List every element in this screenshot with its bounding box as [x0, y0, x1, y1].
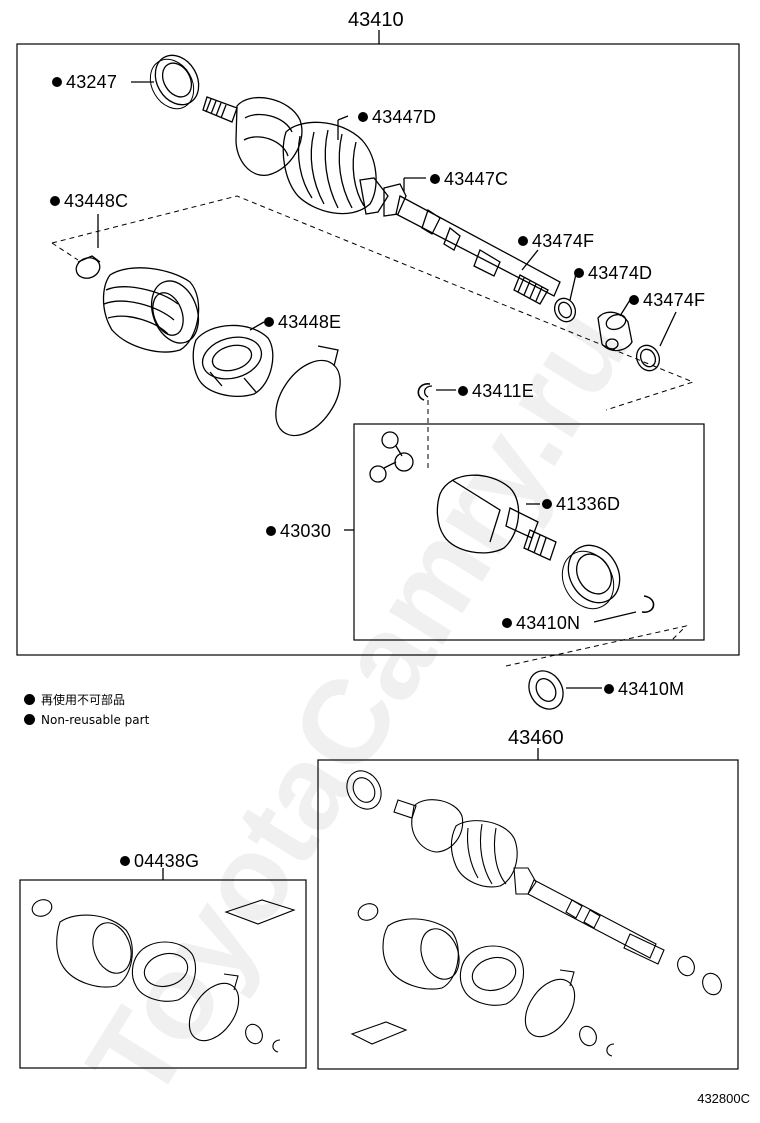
non-reusable-dot: [50, 196, 60, 206]
snap-ring-43411E: [417, 383, 433, 401]
boot-kit-04438G-drawing: [31, 899, 296, 1053]
part-label-43474D[interactable]: 43474D: [574, 264, 652, 282]
part-label-43447C[interactable]: 43447C: [430, 170, 508, 188]
frame-43030: [353, 423, 705, 641]
boot-kit-dashed-outline: [51, 195, 695, 411]
ring-43474F-b: [635, 344, 661, 372]
bearing-43410M: [528, 670, 564, 710]
clamp-43448C: [75, 255, 101, 279]
part-label-04438G[interactable]: 04438G: [120, 852, 199, 870]
non-reusable-dot: [518, 236, 528, 246]
damper-43474D: [597, 311, 633, 352]
assembly-number-43410: 43410: [348, 9, 404, 31]
non-reusable-dot: [358, 112, 368, 122]
part-label-43411E[interactable]: 43411E: [458, 382, 534, 400]
non-reusable-dot: [629, 295, 639, 305]
assembly-number-43460: 43460: [508, 727, 564, 749]
part-label-43030[interactable]: 43030: [266, 522, 331, 540]
part-label-43447D[interactable]: 43447D: [358, 108, 436, 126]
boot-kit-boot: [102, 267, 200, 353]
inner-housing: [436, 474, 557, 561]
part-label-43410M[interactable]: 43410M: [604, 680, 684, 698]
legend-english: Non-reusable part: [24, 714, 149, 726]
non-reusable-dot: [458, 386, 468, 396]
non-reusable-dot: [430, 174, 440, 184]
part-label-43448E[interactable]: 43448E: [264, 313, 341, 331]
legend-dot: [24, 714, 35, 725]
non-reusable-dot: [264, 317, 274, 327]
frame-04438G: [19, 879, 307, 1069]
non-reusable-dot: [52, 77, 62, 87]
seal-43247: [149, 54, 200, 110]
part-label-43448C[interactable]: 43448C: [50, 192, 128, 210]
non-reusable-dot: [266, 526, 276, 536]
legend-dot: [24, 694, 35, 705]
drive-shaft-assembly: [202, 96, 561, 305]
ring-43474F-a: [553, 297, 577, 323]
non-reusable-dot: [502, 618, 512, 628]
snap-ring-43410N: [641, 595, 655, 613]
inner-joint-43448E-housing: [192, 324, 274, 397]
tripod-joint: [369, 431, 414, 483]
part-label-43410N[interactable]: 43410N: [502, 614, 580, 632]
part-label-41336D[interactable]: 41336D: [542, 495, 620, 513]
frame-43410: [16, 43, 740, 656]
seal-41336D: [561, 544, 621, 610]
non-reusable-dot: [120, 856, 130, 866]
legend-japanese: 再使用不可部品: [24, 694, 125, 706]
band-43448E: [275, 345, 341, 437]
non-reusable-dot: [542, 499, 552, 509]
frame-43460: [317, 759, 739, 1070]
diagram-code: 432800C: [697, 1091, 750, 1106]
part-label-43474F-a[interactable]: 43474F: [518, 232, 594, 250]
part-label-43474F-b[interactable]: 43474F: [629, 291, 705, 309]
non-reusable-dot: [574, 268, 584, 278]
non-reusable-dot: [604, 684, 614, 694]
assy-43460-drawing: [346, 770, 722, 1057]
part-label-43247[interactable]: 43247: [52, 73, 117, 91]
